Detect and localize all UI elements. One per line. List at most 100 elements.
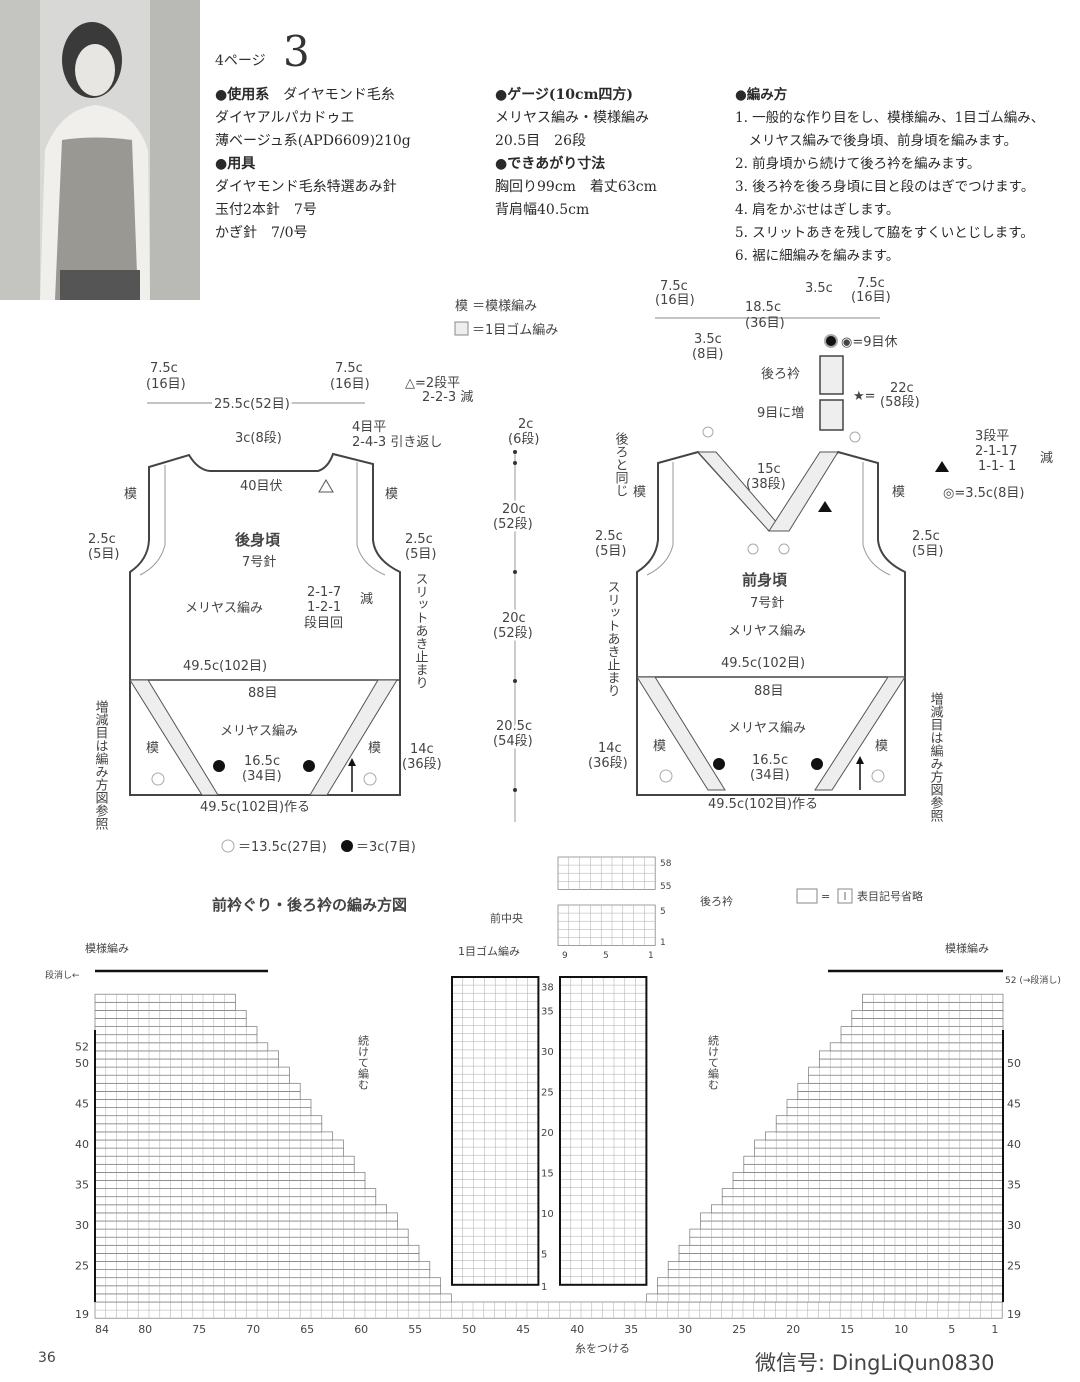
left-grid-row <box>94 1123 323 1133</box>
row-number: 20 <box>541 1128 554 1139</box>
row-labels: 5250454035302519504540353025193835302520… <box>75 982 1021 1336</box>
dim-label: (16目) <box>330 377 370 392</box>
row-number: 58 <box>660 859 672 869</box>
vertical-note: スリットあき止まり <box>605 580 621 697</box>
yarn-color: 薄ベージュ系(APD6609)210g <box>215 133 411 149</box>
left-grid-row <box>94 1180 366 1189</box>
dim-label: 16.5c <box>752 753 788 768</box>
dim-label: 7.5c <box>335 361 363 376</box>
continue-label: 続けて編む <box>357 1034 370 1090</box>
col-number: 40 <box>570 1323 584 1336</box>
right-grid-row <box>732 1172 1004 1181</box>
dim-label: 7.5c <box>660 279 688 294</box>
dim-label: 88目 <box>754 684 784 699</box>
dim-label: 2.5c <box>595 529 623 544</box>
dim-label: 49.5c(102目)作る <box>708 797 818 812</box>
right-grid-row <box>775 1123 1004 1133</box>
symbol-note: 表目記号省略 <box>857 889 923 903</box>
vertical-note: 後ろと同じ <box>613 432 629 497</box>
black-dot-icon <box>341 840 353 852</box>
right-grid-row <box>797 1091 1004 1100</box>
left-grid-row <box>94 1050 279 1060</box>
row-number: 30 <box>75 1219 89 1232</box>
black-triangle-icon <box>818 501 832 512</box>
col-number: 50 <box>462 1323 476 1336</box>
tool-item: かぎ針 7/0号 <box>215 225 308 241</box>
gauge-value: 20.5目 26段 <box>495 133 586 149</box>
decrease-note: 2-1-17 <box>975 444 1017 459</box>
dim-label: 2c <box>518 417 533 432</box>
right-grid-row <box>711 1204 1004 1214</box>
left-grid-row <box>94 1091 301 1100</box>
page-number: 36 <box>38 1350 56 1366</box>
col-number: 5 <box>603 951 609 961</box>
back-body-labels: 7.5c (16目) 25.5c(52目) 7.5c (16目) △=2段平 2… <box>88 361 473 855</box>
decrease-note: 段目回 <box>304 616 343 631</box>
triangle-icon <box>318 479 334 493</box>
back-body-title: 後身頃 <box>234 531 281 549</box>
left-grid-row <box>94 1115 323 1125</box>
col-number: 65 <box>300 1323 314 1336</box>
decrease-note: 2-2-3 減 <box>422 389 473 405</box>
right-grid-row <box>840 1026 1004 1036</box>
dim-label: (16目) <box>655 293 695 308</box>
left-grid-row <box>94 1204 387 1214</box>
attach-yarn-label: 糸をつける <box>575 1342 630 1355</box>
collar-grid-bottom <box>557 904 656 946</box>
dim-label: 20c <box>502 611 526 626</box>
knitting-chart: 前衿ぐり・後ろ衿の編み方図 模様編み 模様編み 1目ゴム編み 段消し← 52 (… <box>45 856 1061 1355</box>
vertical-note: 増減目は編み方図参照 <box>928 692 944 823</box>
col-number: 70 <box>246 1323 260 1336</box>
needle-size: 7号針 <box>242 555 276 570</box>
col-number: 45 <box>516 1323 530 1336</box>
front-center-label: 前中央 <box>490 911 523 925</box>
yarn-name: ダイヤアルパカドゥエ <box>215 110 355 126</box>
method-step: 5. スリットあきを残して脇をすくいとじします。 <box>735 225 1034 241</box>
equals-sign: = <box>821 890 830 903</box>
dim-label: (36段) <box>588 756 628 771</box>
chart-title: 前衿ぐり・後ろ衿の編み方図 <box>212 896 407 914</box>
front-body-title: 前身頃 <box>742 571 788 589</box>
tool-item: 玉付2本針 7号 <box>215 202 317 218</box>
decrease-note: 1-2-1 <box>307 600 341 615</box>
double-circle-icon <box>849 431 861 443</box>
pattern-mark: 模 <box>385 487 398 502</box>
short-row-label: 52 (→段消し) <box>1005 974 1061 986</box>
col-number: 20 <box>786 1323 800 1336</box>
pattern-mark: 模 <box>146 741 159 756</box>
rib-border <box>451 976 540 1286</box>
legend-pattern: 模 ＝模様編み <box>455 298 537 314</box>
size-heading: ●できあがり寸法 <box>495 156 606 172</box>
dim-label: (52段) <box>493 626 533 641</box>
row-number: 38 <box>541 982 554 993</box>
col-number: 60 <box>354 1323 368 1336</box>
back-collar-label: 後ろ衿 <box>700 894 733 908</box>
pattern-mark: 模 <box>124 487 137 502</box>
row-number: 35 <box>541 1007 554 1018</box>
materials-block: ●使用系 ダイヤモンド毛糸 ダイヤアルパカドゥエ 薄ベージュ系(APD6609)… <box>215 84 411 245</box>
right-grid-row <box>667 1261 1004 1270</box>
short-row-label: 段消し← <box>45 969 80 981</box>
needle-size: 7号針 <box>750 596 784 611</box>
col-number: 30 <box>678 1323 692 1336</box>
dim-label: 14c <box>410 742 434 757</box>
right-grid-row <box>819 1050 1004 1060</box>
double-circle-icon <box>702 426 714 438</box>
row-number: 25 <box>75 1259 89 1272</box>
black-dot-icon <box>713 758 725 770</box>
vertical-note: 増減目は編み方図参照 <box>93 700 109 831</box>
dim-label: (58段) <box>880 395 920 410</box>
dim-label: (8目) <box>692 347 723 362</box>
dim-label: 20c <box>502 502 526 517</box>
pattern-label: 模様編み <box>945 941 989 955</box>
dim-label: 20.5c <box>496 719 532 734</box>
row-number: 35 <box>75 1178 89 1191</box>
col-number: 75 <box>192 1323 206 1336</box>
col-number: 55 <box>408 1323 422 1336</box>
dim-label: (16目) <box>851 290 891 305</box>
right-grid-row <box>667 1269 1004 1279</box>
method-block: ●編み方 1. 一般的な作り目をし、模様編み、1目ゴム編み、 メリヤス編みで後身… <box>735 84 1044 268</box>
yarn-heading: ●使用系 <box>215 87 270 103</box>
open-circle-icon <box>363 772 377 786</box>
